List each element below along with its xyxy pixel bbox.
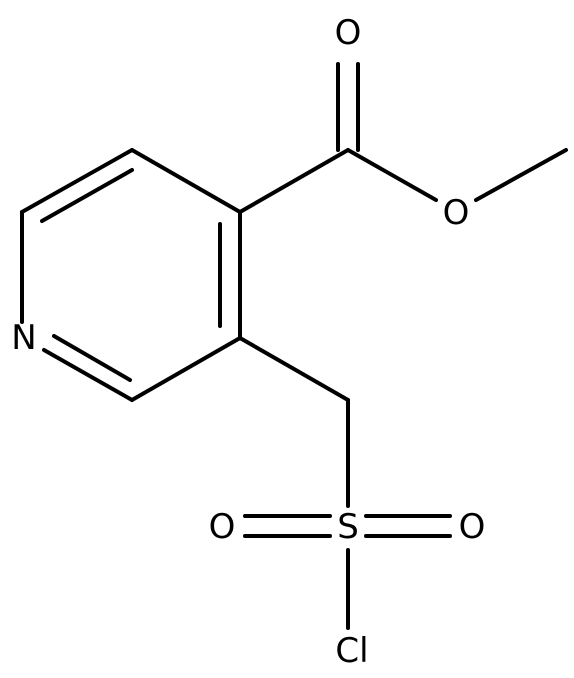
atom-label-oxygen-carbonyl: O bbox=[335, 13, 362, 53]
atom-label-oxygen-ester: O bbox=[443, 193, 470, 233]
bond-c2-c3 bbox=[20, 148, 134, 214]
bond-c5-c6 bbox=[130, 336, 242, 402]
bond-ring-carbonyl bbox=[238, 148, 350, 214]
atom-label-oxygen-sulfonyl-left: O bbox=[209, 507, 236, 547]
atom-label-oxygen-sulfonyl-right: O bbox=[459, 507, 486, 547]
bond-c6-n bbox=[42, 348, 134, 402]
bond-ring-methylene bbox=[238, 336, 350, 402]
bond-carbonyl-ester-oxygen bbox=[346, 148, 438, 202]
bond-c2-c3-inner bbox=[40, 168, 134, 223]
atom-label-sulfur: S bbox=[337, 507, 359, 547]
bond-c6-n-inner bbox=[52, 334, 132, 382]
atom-label-nitrogen: N bbox=[11, 318, 36, 358]
atom-label-chlorine: Cl bbox=[335, 631, 368, 671]
bond-ester-oxygen-methyl bbox=[474, 148, 568, 202]
bond-c3-c4 bbox=[130, 148, 242, 214]
